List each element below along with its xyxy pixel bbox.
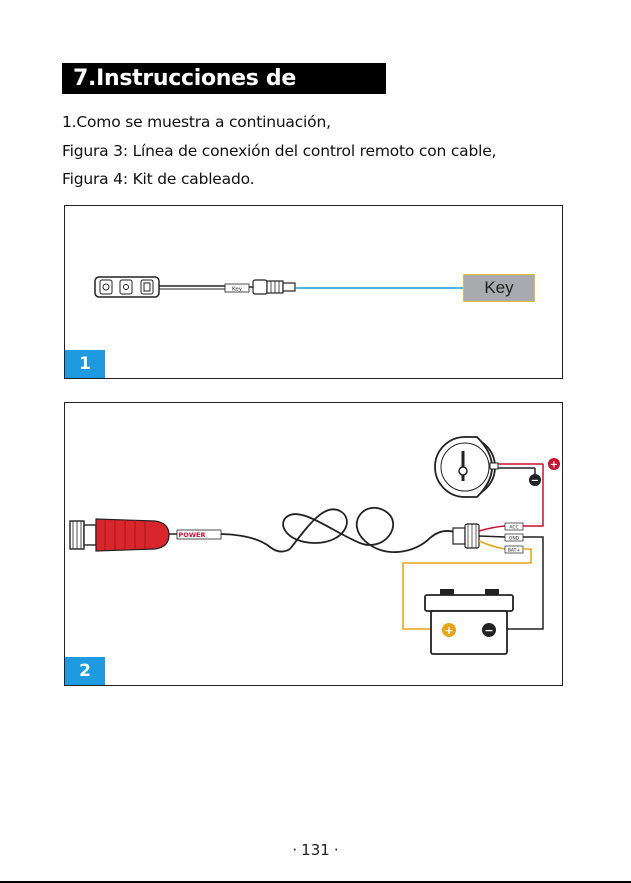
cable-connector — [253, 280, 267, 294]
figure-badge-1: 1 — [65, 350, 105, 378]
battery-positive-symbol: + — [444, 624, 453, 637]
remote-button-adjust — [141, 280, 153, 294]
key-label: Key — [463, 274, 535, 302]
section-title: 7.Instrucciones de cableado — [62, 63, 386, 94]
coiled-cable — [221, 534, 290, 552]
wire-label-gnd: GND — [509, 536, 520, 542]
knob-positive-symbol: + — [550, 460, 558, 471]
page-dot-left: · — [292, 841, 297, 859]
figure-2-wiring-kit: + − POWER — [64, 402, 563, 686]
remote-button-mode — [120, 280, 132, 294]
wire-label-bat: BAT+ — [508, 548, 521, 554]
knob-negative-symbol: − — [531, 476, 539, 487]
page-dot-right: · — [334, 841, 339, 859]
figure-badge-2: 2 — [65, 657, 105, 685]
power-tag-text: POWER — [179, 531, 206, 539]
page-number: ·131· — [0, 841, 631, 859]
wire-label-acc: ACC — [509, 525, 518, 531]
wiring-kit-illustration: + − POWER — [65, 403, 562, 685]
remote-button-power — [100, 280, 112, 294]
intro-line-3: Figura 4: Kit de cableado. — [62, 169, 254, 189]
battery-icon — [425, 589, 513, 654]
cable-tag-text: Key — [232, 287, 243, 293]
page-number-value: 131 — [301, 841, 330, 859]
power-connector-icon — [70, 519, 169, 551]
intro-line-2: Figura 3: Línea de conexión del control … — [62, 141, 496, 161]
intro-line-1: 1.Como se muestra a continuación, — [62, 112, 331, 132]
figure-1-remote-cable: Key Key 1 — [64, 205, 563, 379]
harness-connector — [453, 528, 465, 544]
battery-negative-symbol: − — [484, 624, 493, 637]
rotary-knob-icon — [435, 437, 498, 497]
